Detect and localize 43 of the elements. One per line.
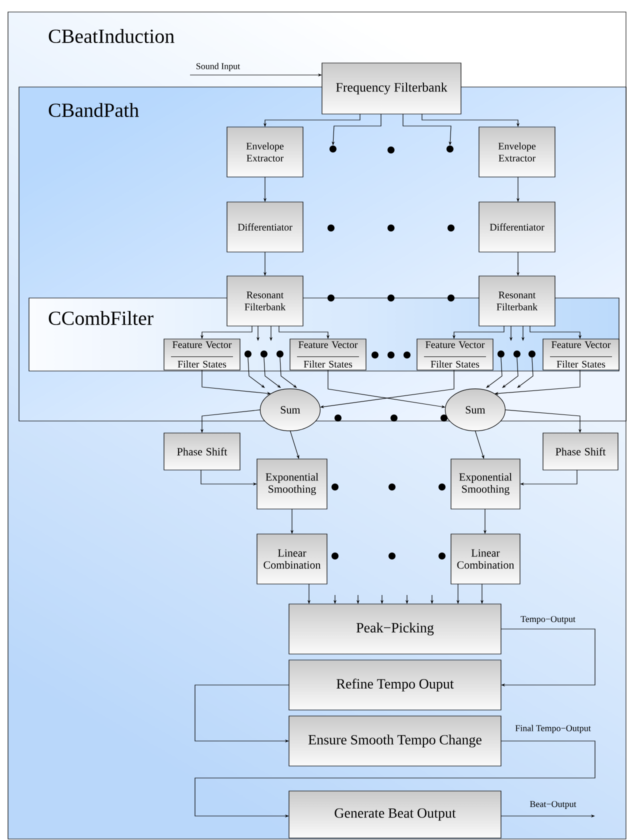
arrow: [502, 357, 518, 388]
edge-label: Sound Input: [196, 62, 240, 72]
process-box: Differentiator: [226, 202, 304, 252]
process-box: Phase Shift: [542, 432, 618, 470]
dot: [260, 350, 268, 358]
process-box: Ensure Smooth Tempo Change: [288, 716, 502, 766]
dot: [276, 350, 284, 358]
dot: [497, 350, 504, 358]
arrow: [500, 628, 596, 687]
process-box: Linear Combination: [450, 534, 520, 584]
process-box: Envelope Extractor: [226, 126, 304, 178]
dot: [244, 350, 252, 358]
dot: [446, 145, 454, 152]
arrow: [248, 357, 265, 388]
process-box: Exponential Smoothing: [256, 458, 328, 510]
dot: [528, 350, 536, 358]
filter-state-box: Feature Vector Filter States: [290, 338, 366, 370]
process-box: Linear Combination: [256, 534, 328, 584]
dot: [513, 350, 520, 358]
process-box: Refine Tempo Ouput: [288, 660, 502, 710]
process-box: Generate Beat Output: [288, 790, 502, 838]
process-box: Exponential Smoothing: [450, 458, 520, 510]
process-box: Peak−Picking: [288, 604, 502, 654]
edge-label: Tempo−Output: [520, 616, 576, 624]
process-box: Resonant Filterbank: [478, 276, 556, 326]
arrow: [280, 357, 297, 388]
arrow: [486, 357, 502, 388]
process-box: Resonant Filterbank: [226, 276, 304, 326]
process-box: Envelope Extractor: [478, 126, 556, 178]
process-box: Differentiator: [478, 202, 556, 252]
edge-label: Beat−Output: [530, 801, 576, 809]
module-title: CBeatInduction: [48, 28, 174, 44]
process-box: Phase Shift: [164, 432, 240, 470]
module-title: CCombFilter: [48, 310, 154, 326]
arrow: [264, 357, 281, 388]
process-box: Frequency Filterbank: [322, 62, 462, 114]
filter-state-box: Feature Vector Filter States: [542, 338, 620, 370]
filter-state-box: Feature Vector Filter States: [416, 338, 494, 370]
filter-state-box: Feature Vector Filter States: [164, 338, 240, 370]
dot: [329, 145, 336, 152]
edge-label: Final Tempo−Output: [515, 724, 591, 734]
module-title: CBandPath: [48, 102, 139, 118]
arrow: [517, 357, 534, 388]
